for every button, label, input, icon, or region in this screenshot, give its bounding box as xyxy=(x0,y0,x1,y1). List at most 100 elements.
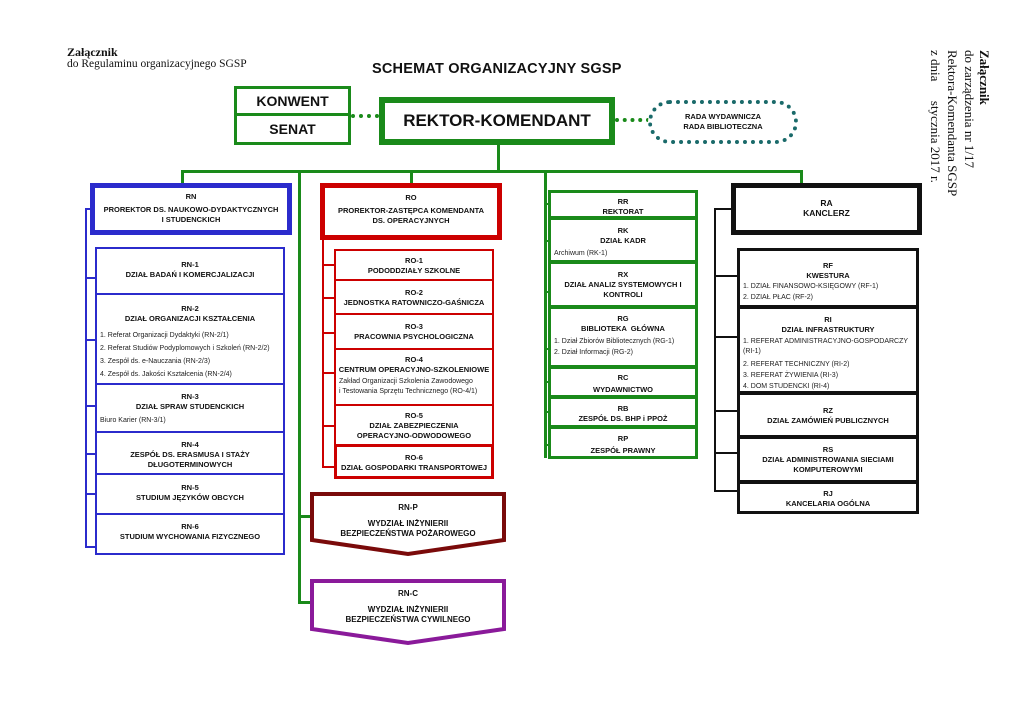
unit-name: DZIAŁ ZAMÓWIEŃ PUBLICZNYCH xyxy=(767,416,889,425)
faculty-code: RN-P xyxy=(398,503,418,512)
rn-name-line1: PROREKTOR DS. NAUKOWO-DYDAKTYCZNYCH xyxy=(103,205,279,214)
unit-name: DZIAŁ ANALIZ SYSTEMOWYCH I KONTROLI xyxy=(564,280,682,299)
unit-code: RO-5 xyxy=(405,411,423,420)
connector-ro xyxy=(410,170,413,184)
header-right-line2: Rektora-Komendanta SGSP xyxy=(945,50,960,197)
unit-code: RN-2 xyxy=(181,304,199,313)
unit-rn-5: RN-5 STUDIUM JĘZYKÓW OBCYCH xyxy=(95,473,285,515)
unit-rc: RC WYDAWNICTWO xyxy=(548,366,698,398)
unit-code: RG xyxy=(617,314,629,323)
unit-rj: RJ KANCELARIA OGÓLNA xyxy=(737,481,919,514)
unit-code: RX xyxy=(617,270,629,279)
rn-code: RN xyxy=(185,192,197,201)
rr-branch xyxy=(544,291,550,293)
faculty-name-line2: BEZPIECZEŃSTWA CYWILNEGO xyxy=(345,615,471,624)
unit-rs: RS DZIAŁ ADMINISTROWANIA SIECIAMI KOMPUT… xyxy=(737,436,919,483)
connector-ra-column xyxy=(714,208,716,492)
unit-code: RK xyxy=(617,226,629,235)
unit-ri: RI DZIAŁ INFRASTRUKTURY 1. REFERAT ADMIN… xyxy=(737,306,919,394)
unit-code: RJ xyxy=(823,489,833,498)
unit-code: RN-4 xyxy=(181,440,199,449)
ra-branch xyxy=(714,452,737,454)
unit-code: RR xyxy=(617,197,629,206)
faculty-code: RN-C xyxy=(398,589,418,598)
unit-sub: 1. Referat Organizacji Dydaktyki (RN-2/1… xyxy=(100,332,229,339)
unit-code: RZ xyxy=(823,406,833,415)
connector-ra xyxy=(800,170,803,185)
unit-code: RN-6 xyxy=(181,522,199,531)
unit-ro-6: RO-6 DZIAŁ GOSPODARKI TRANSPORTOWEJ xyxy=(334,444,494,479)
rn-branch xyxy=(85,339,95,341)
unit-name: STUDIUM JĘZYKÓW OBCYCH xyxy=(136,493,244,502)
diagram-title: SCHEMAT ORGANIZACYJNY SGSP xyxy=(372,61,622,77)
unit-ro-2: RO-2 JEDNOSTKA RATOWNICZO-GAŚNICZA xyxy=(334,279,494,315)
unit-name: STUDIUM WYCHOWANIA FIZYCZNEGO xyxy=(119,532,261,541)
unit-code: RN-5 xyxy=(181,483,199,492)
unit-name: ZESPÓŁ DS. BHP i PPOŻ xyxy=(578,414,668,423)
header-right-line1: do zarządzenia nr 1/17 xyxy=(962,50,977,169)
rn-branch xyxy=(85,405,95,407)
unit-name: DZIAŁ ADMINISTROWANIA SIECIAMI KOMPUTERO… xyxy=(762,455,894,474)
ro-branch xyxy=(322,466,334,468)
unit-ro-4: RO-4 CENTRUM OPERACYJNO-SZKOLENIOWE Zakł… xyxy=(334,348,494,406)
unit-rn-1: RN-1 DZIAŁ BADAŃ I KOMERCJALIZACJI xyxy=(95,247,285,295)
ro-box: RO PROREKTOR-ZASTĘPCA KOMENDANTA DS. OPE… xyxy=(320,183,502,240)
ra-branch xyxy=(714,336,737,338)
unit-rf: RF KWESTURA 1. DZIAŁ FINANSOWO-KSIĘGOWY … xyxy=(737,248,919,308)
rn-name-line2: I STUDENCKICH xyxy=(161,215,221,224)
unit-name: DZIAŁ INFRASTRUKTURY xyxy=(781,325,875,334)
connector-main-horizontal xyxy=(181,170,803,173)
ra-code: RA xyxy=(820,198,833,208)
rada-wydawnicza-label: RADA WYDAWNICZA xyxy=(685,112,761,121)
unit-name: REKTORAT xyxy=(602,207,644,216)
unit-rg: RG BIBLIOTEKA GŁÓWNA 1. Dział Zbiorów Bi… xyxy=(548,306,698,368)
unit-code: RN-1 xyxy=(181,260,199,269)
unit-sub: 1. Dział Zbiorów Bibliotecznych (RG-1) xyxy=(554,338,675,345)
unit-name: KWESTURA xyxy=(806,271,850,280)
unit-code: RF xyxy=(823,261,833,270)
connector-rn xyxy=(181,170,184,184)
unit-name: BIBLIOTEKA GŁÓWNA xyxy=(581,324,665,333)
unit-sub: 3. REFERAT ŻYWIENIA (RI-3) xyxy=(743,372,839,379)
dotted-connector-senat xyxy=(351,114,379,118)
ro-branch xyxy=(322,372,334,374)
unit-sub: 2. DZIAŁ PŁAC (RF-2) xyxy=(743,294,814,301)
unit-code: RO-6 xyxy=(405,453,423,462)
rr-branch xyxy=(544,348,550,350)
faculty-name-line1: WYDZIAŁ INŻYNIERII xyxy=(367,605,449,614)
header-right-line3: z dnia stycznia 2017 r. xyxy=(928,50,943,183)
rn-branch xyxy=(85,453,95,455)
rn-branch xyxy=(85,277,95,279)
faculty-rnp: RN-P WYDZIAŁ INŻYNIERII BEZPIECZEŃSTWA P… xyxy=(308,503,508,539)
unit-sub: 1. REFERAT ADMINISTRACYJNO-GOSPODARCZY (… xyxy=(743,338,908,355)
connector-rr-column xyxy=(544,170,547,458)
unit-rp: RP ZESPÓŁ PRAWNY xyxy=(548,426,698,459)
unit-code: RP xyxy=(617,434,629,443)
ra-stub xyxy=(714,208,731,210)
connector-rnp xyxy=(298,515,312,518)
ro-branch xyxy=(322,332,334,334)
faculty-name-line1: WYDZIAŁ INŻYNIERII xyxy=(367,519,449,528)
header-right-title: Załącznik xyxy=(977,50,992,105)
unit-code: RO-2 xyxy=(405,288,423,297)
ro-branch xyxy=(322,297,334,299)
unit-sub: Archiwum (RK-1) xyxy=(554,250,608,257)
unit-sub: i Testowania Sprzętu Technicznego (RO-4/… xyxy=(339,388,478,395)
unit-sub: 4. Zespół ds. Jakości Kształcenia (RN-2/… xyxy=(100,371,232,378)
connector-faculties xyxy=(298,170,301,604)
connector-rn-column xyxy=(85,208,87,548)
unit-rn-6: RN-6 STUDIUM WYCHOWANIA FIZYCZNEGO xyxy=(95,513,285,555)
ro-name-line2: DS. OPERACYJNYCH xyxy=(372,216,450,225)
konwent-label: KONWENT xyxy=(237,89,348,116)
unit-name: DZIAŁ ORGANIZACJI KSZTAŁCENIA xyxy=(124,314,256,323)
unit-name: DZIAŁ GOSPODARKI TRANSPORTOWEJ xyxy=(340,463,488,472)
unit-rr: RR REKTORAT xyxy=(548,190,698,219)
unit-code: RO-1 xyxy=(405,256,423,265)
connector-main-vertical xyxy=(497,145,500,172)
rr-branch xyxy=(544,411,550,413)
rady-box: RADA WYDAWNICZA RADA BIBLIOTECZNA xyxy=(648,100,798,144)
ro-branch xyxy=(322,264,334,266)
ro-branch xyxy=(322,425,334,427)
unit-name: KANCELARIA OGÓLNA xyxy=(785,499,871,508)
unit-sub: 2. Dział Informacji (RG-2) xyxy=(554,349,633,356)
